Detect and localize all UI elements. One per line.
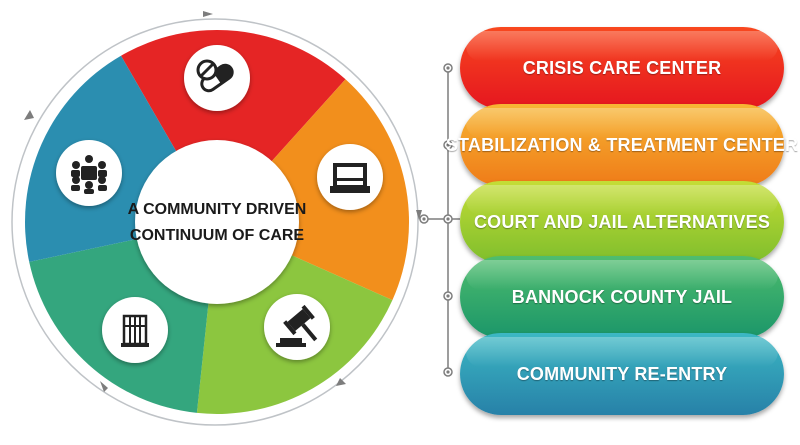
jail-cell-icon-badge <box>102 297 168 363</box>
step-community-re-entry[interactable]: COMMUNITY RE-ENTRY <box>460 333 784 415</box>
ring-arrow <box>336 378 346 386</box>
ring-arrow <box>100 381 108 392</box>
gavel-icon-badge <box>264 294 330 360</box>
bed-segment <box>217 79 410 301</box>
step-label: COMMUNITY RE-ENTRY <box>516 363 728 384</box>
step-label: BANNOCK COUNTY JAIL <box>511 286 733 307</box>
community-icon <box>71 155 107 194</box>
pills-segment <box>121 29 346 223</box>
step-label: STABILIZATION & TREATMENT CENTER <box>445 134 799 155</box>
bed-icon-badge <box>317 144 383 210</box>
community-icon-badge <box>56 140 122 206</box>
step-label: COURT AND JAIL ALTERNATIVES <box>473 211 771 232</box>
center-circle <box>135 140 299 304</box>
outer-ring <box>11 18 419 426</box>
center-title-line1: A COMMUNITY DRIVEN <box>128 201 307 218</box>
gavel-icon <box>276 304 318 347</box>
ring-arrow <box>416 210 422 220</box>
timeline-connector <box>419 63 460 377</box>
center-title-line2: CONTINUUM OF CARE <box>130 227 305 244</box>
jail-cell-icon <box>121 314 149 347</box>
step-crisis-care-center[interactable]: CRISIS CARE CENTER <box>460 27 784 109</box>
step-court-and-jail-alternatives[interactable]: COURT AND JAIL ALTERNATIVES <box>460 181 784 263</box>
step-bannock-county-jail[interactable]: BANNOCK COUNTY JAIL <box>460 256 784 338</box>
pills-icon-badge <box>184 45 250 111</box>
ring-arrow <box>203 11 213 17</box>
bed-icon <box>330 163 370 193</box>
step-label: CRISIS CARE CENTER <box>522 57 722 78</box>
ring-arrow <box>24 110 34 120</box>
step-stabilization-treatment-center[interactable]: STABILIZATION & TREATMENT CENTER <box>446 104 798 186</box>
